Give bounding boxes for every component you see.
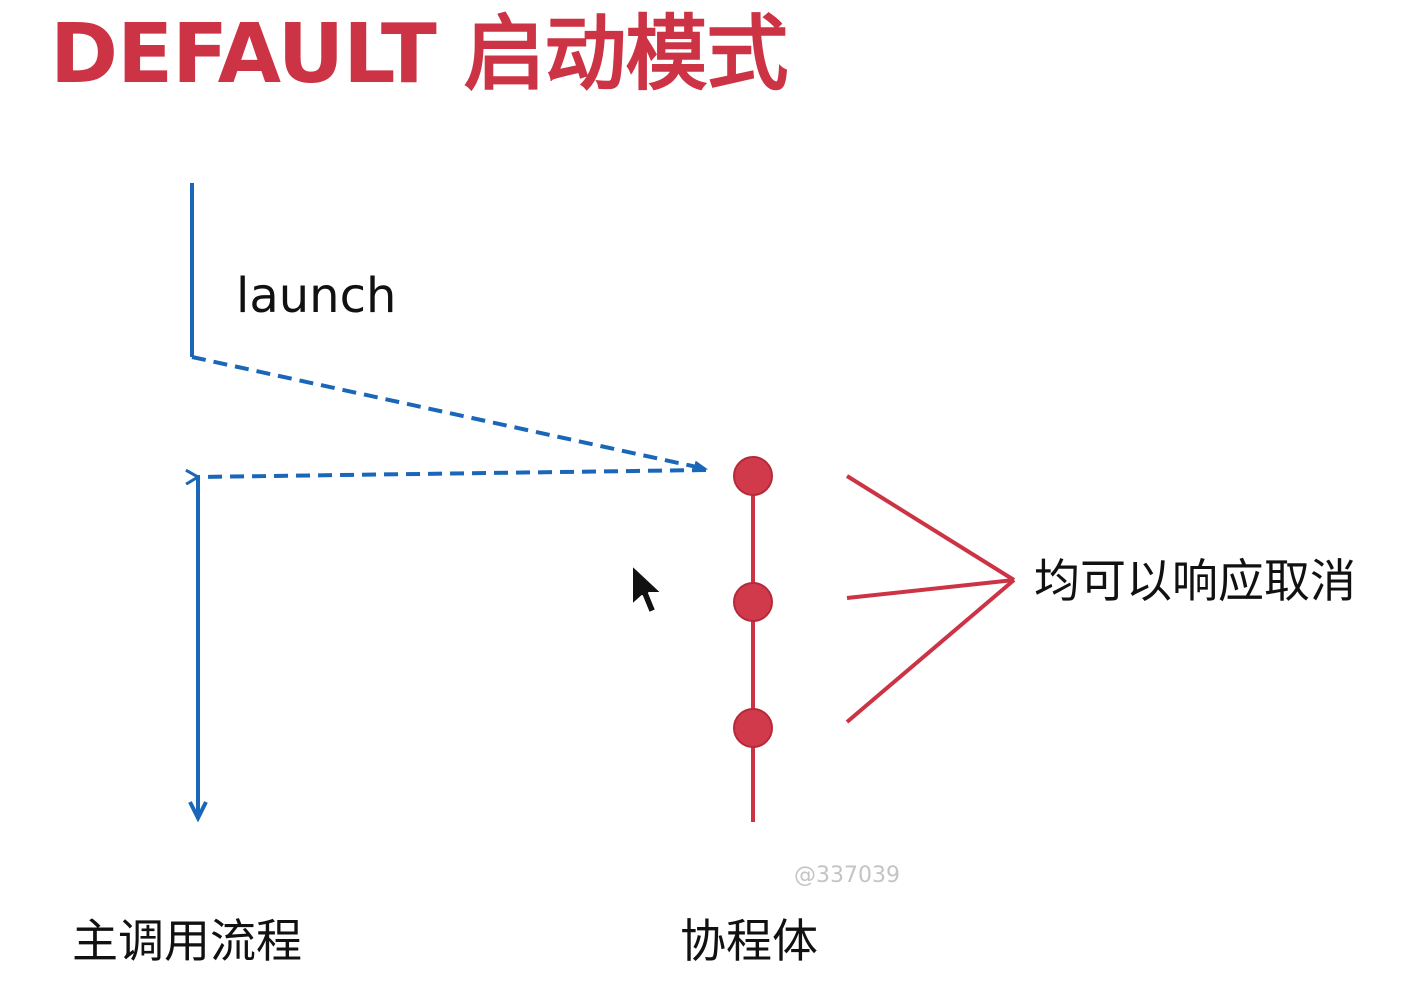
suspension-point-3 [733, 708, 773, 748]
mouse-pointer-icon [631, 564, 663, 614]
suspension-point-1 [733, 456, 773, 496]
main-flow-arrowhead [188, 801, 208, 823]
launch-dashed-arrow [191, 355, 708, 473]
return-dashed-arrow [198, 468, 707, 477]
launch-label: launch [236, 268, 397, 324]
coroutine-body-label: 协程体 [680, 914, 818, 968]
suspension-point-2 [733, 582, 773, 622]
cancel-note: 均可以响应取消 [1034, 554, 1356, 608]
watermark: @337039 [794, 863, 900, 888]
page-title: DEFAULT 启动模式 [50, 7, 788, 102]
callout-line-3 [845, 578, 1016, 724]
callout-line-1 [845, 474, 1016, 582]
main-flow-label: 主调用流程 [72, 914, 302, 968]
callout-line-2 [846, 578, 1015, 600]
